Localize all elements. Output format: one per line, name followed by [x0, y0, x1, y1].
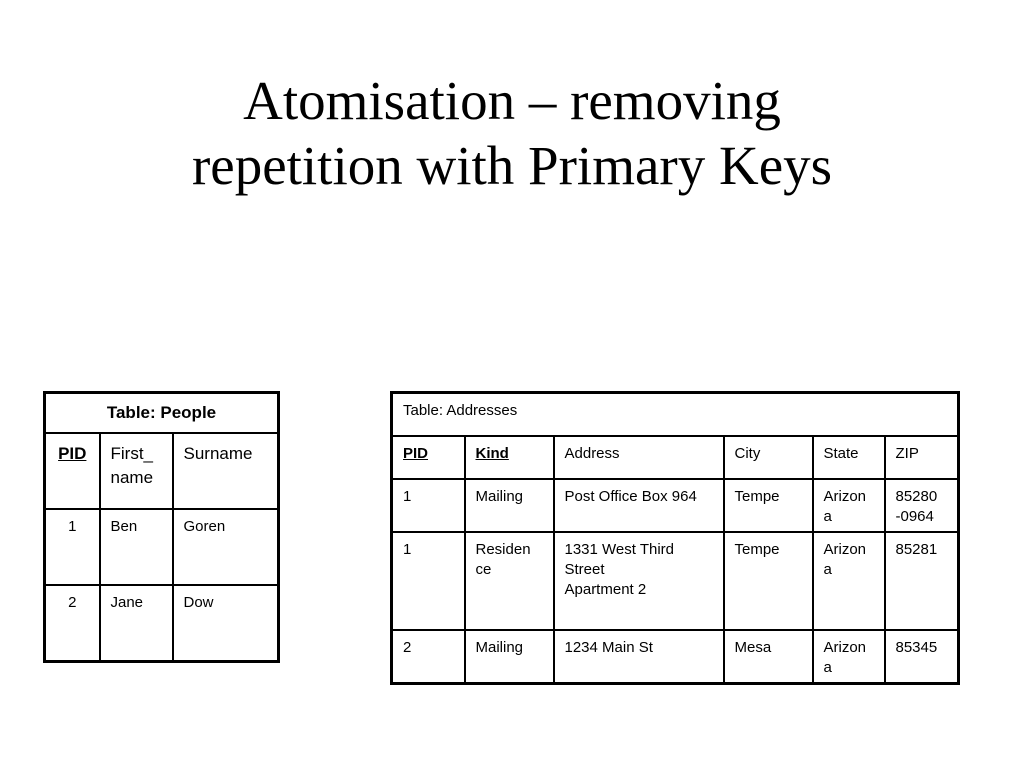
people-table-caption: Table: People [43, 391, 280, 434]
addresses-cell-city: Tempe [722, 478, 814, 533]
people-cell-surname: Goren [171, 508, 280, 586]
addresses-cell-city: Tempe [722, 531, 814, 631]
people-table: Table: People PID First_ name Surname 1 … [43, 391, 280, 663]
table-row: 1 Residen ce 1331 West Third Street Apar… [390, 531, 960, 631]
addresses-table: Table: Addresses PID Kind Address City S… [390, 391, 960, 685]
addresses-cell-kind: Mailing [463, 478, 555, 533]
table-row: 1 Ben Goren [43, 508, 280, 586]
table-row: 2 Mailing 1234 Main St Mesa Arizon a 853… [390, 629, 960, 685]
people-header-surname: Surname [171, 432, 280, 510]
addresses-cell-pid: 2 [390, 629, 466, 685]
addresses-cell-pid: 1 [390, 478, 466, 533]
people-cell-surname: Dow [171, 584, 280, 663]
addresses-cell-state: Arizon a [811, 629, 886, 685]
addresses-header-city: City [722, 435, 814, 480]
slide-title: Atomisation – removing repetition with P… [0, 68, 1024, 198]
addresses-header-state: State [811, 435, 886, 480]
addresses-cell-address: 1234 Main St [552, 629, 725, 685]
people-header-first-name: First_ name [98, 432, 174, 510]
addresses-cell-pid: 1 [390, 531, 466, 631]
addresses-table-caption: Table: Addresses [390, 391, 960, 437]
addresses-cell-zip: 85281 [883, 531, 960, 631]
addresses-cell-state: Arizon a [811, 531, 886, 631]
addresses-cell-state: Arizon a [811, 478, 886, 533]
addresses-cell-city: Mesa [722, 629, 814, 685]
table-row: 2 Jane Dow [43, 584, 280, 663]
table-row: 1 Mailing Post Office Box 964 Tempe Ariz… [390, 478, 960, 533]
people-cell-pid: 2 [43, 584, 101, 663]
addresses-cell-zip: 85345 [883, 629, 960, 685]
people-cell-pid: 1 [43, 508, 101, 586]
people-cell-first-name: Ben [98, 508, 174, 586]
addresses-cell-zip: 85280 -0964 [883, 478, 960, 533]
addresses-header-address: Address [552, 435, 725, 480]
people-cell-first-name: Jane [98, 584, 174, 663]
address-line: 1331 West Third Street [564, 541, 675, 578]
addresses-header-kind: Kind [463, 435, 555, 480]
people-table-header-row: PID First_ name Surname [43, 432, 280, 510]
addresses-cell-address: Post Office Box 964 [552, 478, 725, 533]
slide-title-line-2: repetition with Primary Keys [191, 135, 833, 196]
addresses-cell-kind: Mailing [463, 629, 555, 685]
slide-title-line-1: Atomisation – removing [243, 70, 781, 131]
address-line-extra: Apartment 2 [564, 581, 647, 598]
addresses-cell-kind: Residen ce [463, 531, 555, 631]
addresses-cell-address: 1331 West Third Street Apartment 2 [552, 531, 725, 631]
addresses-header-zip: ZIP [883, 435, 960, 480]
people-header-pid: PID [43, 432, 101, 510]
addresses-table-header-row: PID Kind Address City State ZIP [390, 435, 960, 480]
addresses-header-pid: PID [390, 435, 466, 480]
